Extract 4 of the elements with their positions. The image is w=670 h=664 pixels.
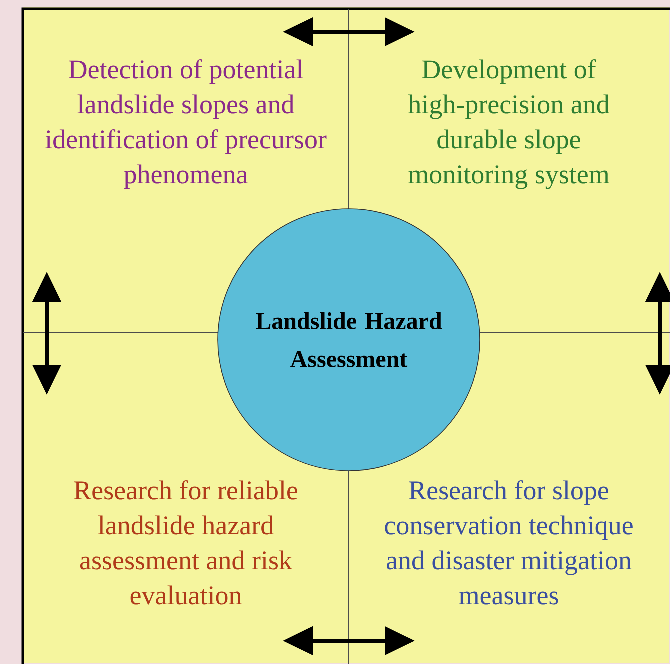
node-label: Research for reliable landslide hazard assessment and risk evaluation xyxy=(74,480,298,605)
node-label: Detection of potential landslide slopes and identification of precursor phenomena xyxy=(46,59,327,190)
node-label: Research for slope conservation technique and disaster mitigation measures xyxy=(385,480,633,605)
node-label: Development of high-precision and durable slope monitoring system xyxy=(408,59,610,190)
